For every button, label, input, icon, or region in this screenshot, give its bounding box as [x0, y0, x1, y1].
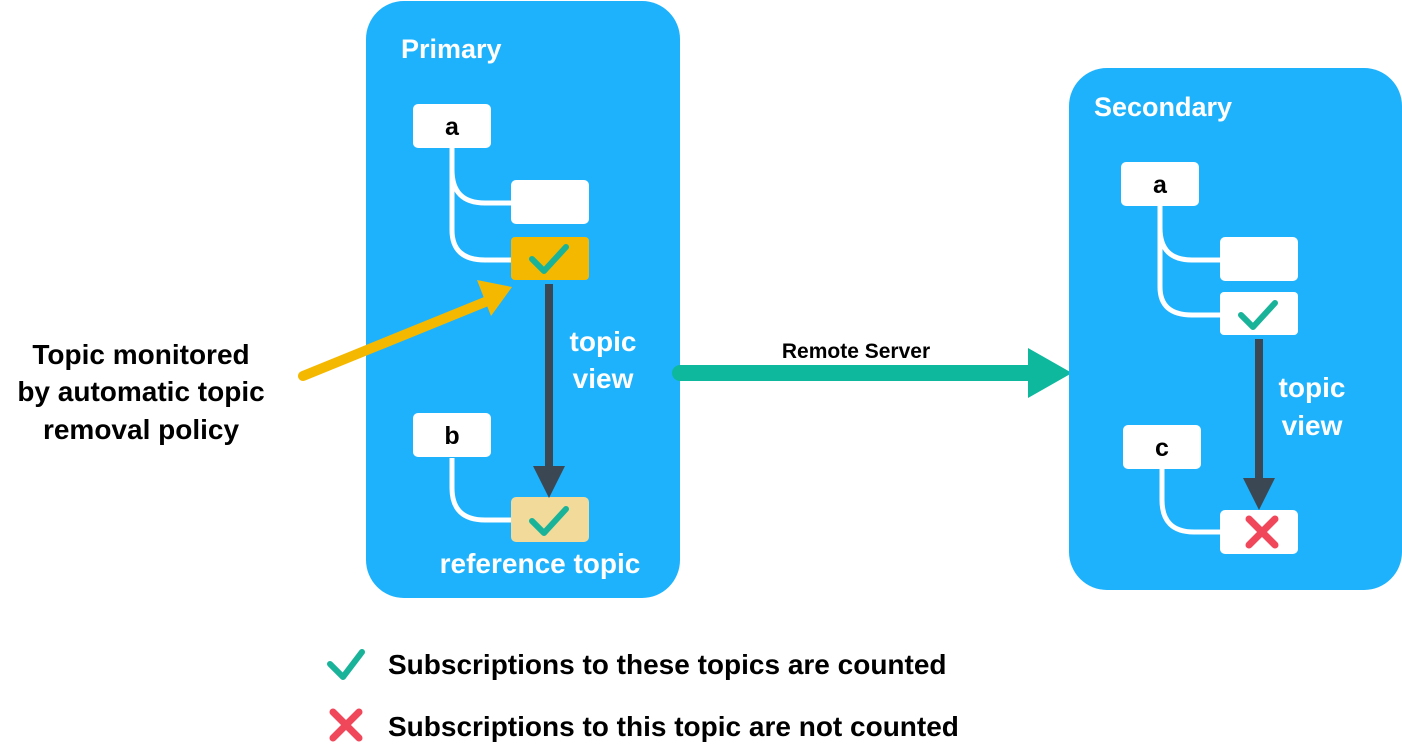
- secondary-node-c: [1123, 425, 1201, 469]
- reference-topic-label: reference topic: [440, 548, 641, 579]
- legend-counted-text: Subscriptions to these topics are counte…: [388, 649, 947, 680]
- remote-server-arrow-head: [1028, 348, 1072, 398]
- annotation-line-1: Topic monitored: [32, 339, 249, 370]
- remote-server-link: Remote Server: [672, 340, 1072, 398]
- annotation-line-3: removal policy: [43, 414, 240, 445]
- legend: Subscriptions to these topics are counte…: [327, 649, 959, 742]
- monitored-topic-annotation: Topic monitored by automatic topic remov…: [17, 280, 512, 445]
- secondary-tree-connector-c: [1159, 469, 1221, 535]
- secondary-source-node: [1220, 292, 1298, 335]
- check-icon: [1238, 300, 1278, 330]
- secondary-node-a: [1121, 162, 1199, 206]
- remote-server-label: Remote Server: [782, 340, 930, 363]
- secondary-node-c-label: c: [1155, 434, 1169, 462]
- legend-item-not-counted: Subscriptions to this topic are not coun…: [329, 708, 959, 742]
- secondary-child-node: [1220, 237, 1298, 281]
- primary-node-a: [413, 104, 491, 148]
- primary-child-node: [511, 180, 589, 224]
- secondary-panel-title: Secondary: [1094, 92, 1232, 122]
- annotation-pointer-arrow-shaft: [298, 295, 495, 381]
- primary-node-b-label: b: [444, 422, 459, 450]
- primary-monitored-node: [511, 237, 589, 280]
- primary-topic-view-label-1: topic: [570, 326, 637, 357]
- primary-reference-node: [511, 497, 589, 542]
- primary-panel: Primary a b topic view reference topic: [366, 1, 680, 598]
- cross-icon: [329, 708, 363, 742]
- secondary-tree-connector: [1157, 205, 1221, 318]
- primary-panel-title: Primary: [401, 34, 502, 64]
- check-icon: [529, 506, 569, 536]
- annotation-line-2: by automatic topic: [17, 376, 264, 407]
- primary-node-b: [413, 413, 491, 457]
- primary-tree-connector: [449, 148, 512, 263]
- cross-icon: [1245, 515, 1279, 549]
- secondary-topic-view-label-2: view: [1282, 410, 1343, 441]
- primary-node-a-label: a: [445, 113, 460, 141]
- check-icon: [327, 649, 365, 680]
- primary-topic-view-label-2: view: [573, 363, 634, 394]
- legend-item-counted: Subscriptions to these topics are counte…: [327, 649, 947, 680]
- check-icon: [529, 244, 569, 274]
- primary-tree-connector-b: [449, 458, 512, 523]
- secondary-panel: Secondary a c topic view: [1069, 68, 1402, 590]
- secondary-topic-view-label-1: topic: [1279, 372, 1346, 403]
- secondary-node-a-label: a: [1153, 171, 1168, 199]
- annotation-pointer-arrow-head: [477, 280, 512, 316]
- legend-not-counted-text: Subscriptions to this topic are not coun…: [388, 711, 959, 742]
